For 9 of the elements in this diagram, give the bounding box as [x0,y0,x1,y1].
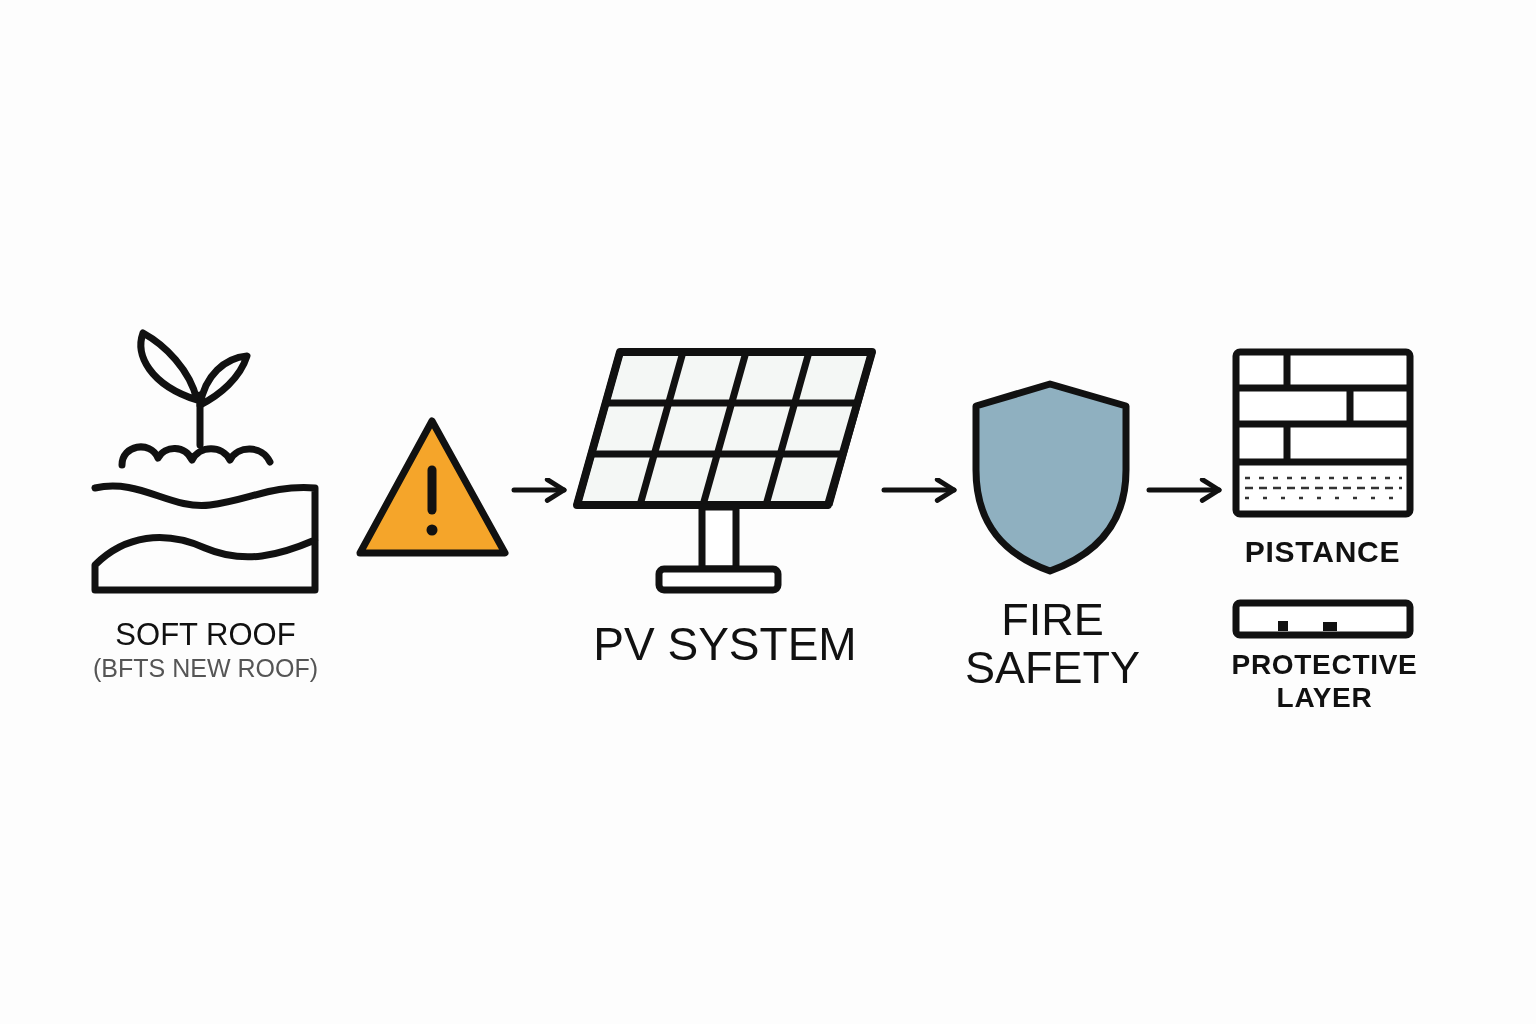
arrow [1146,477,1222,503]
node-label: PV SYSTEM [593,617,857,671]
node-label: FIRE SAFETY [963,596,1141,692]
arrow [881,477,957,503]
arrow [511,477,567,503]
node-label: SOFT ROOF [115,617,296,653]
node-subtitle: (BFTS NEW ROOF) [93,653,318,683]
node-label: PROTECTIVE LAYER [1230,648,1419,714]
node-label: PISTANCE [1244,534,1401,570]
